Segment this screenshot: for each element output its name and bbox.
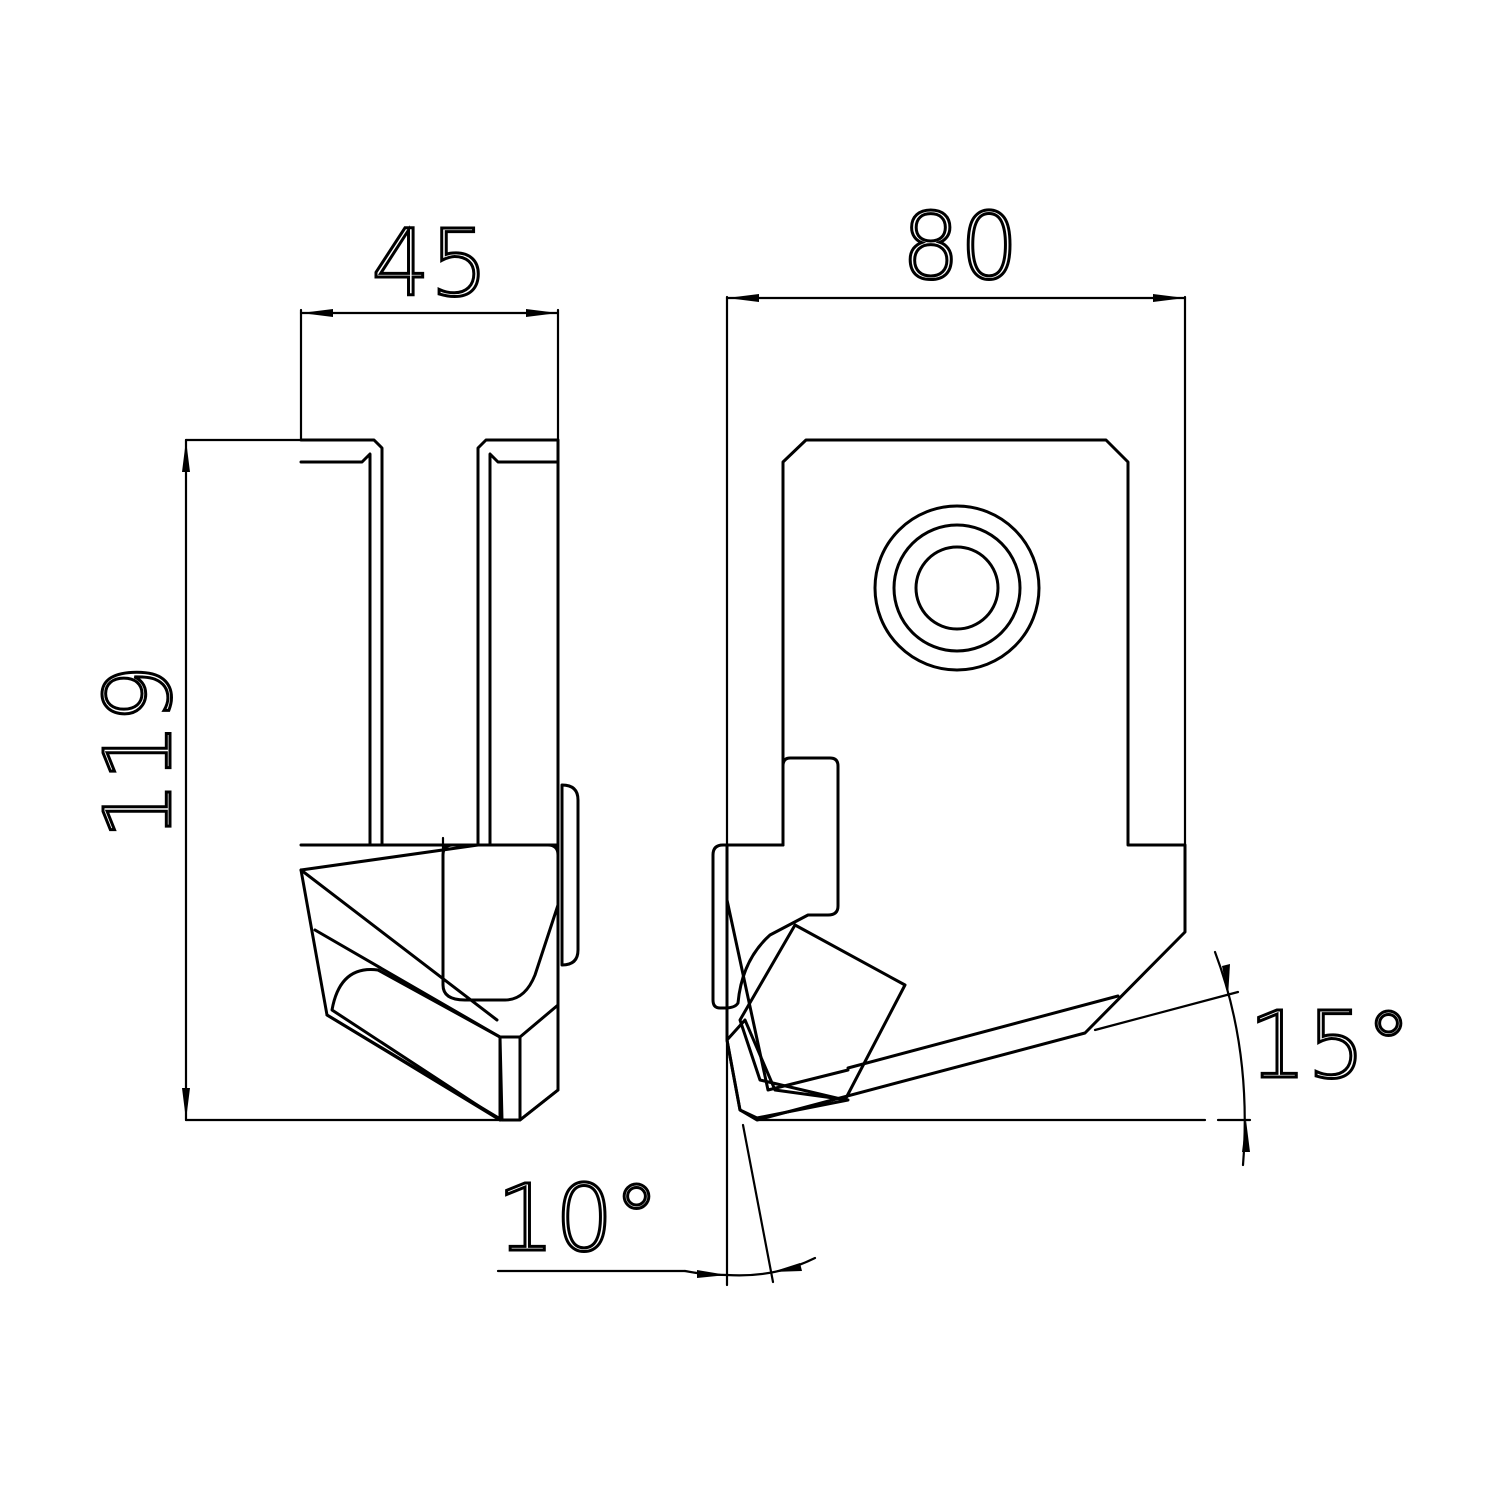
- angle-10-arc: [725, 1256, 817, 1277]
- angle-10-arrow-right: [772, 1263, 802, 1272]
- right-view: 80 15° 10°: [495, 192, 1413, 1287]
- angle-10-label: 10°: [496, 1165, 659, 1272]
- right-tip-lines: [725, 898, 850, 1092]
- right-prong-inner: [488, 452, 560, 847]
- dim-119-label: 119: [85, 664, 192, 840]
- angle-10-ref-line: [741, 1123, 775, 1284]
- dim-80-arrow-left: [727, 294, 759, 302]
- right-carbide-tip: [725, 1018, 850, 1120]
- dim-119-arrow-bottom: [182, 1088, 190, 1120]
- dim-119-arrow-top: [182, 440, 190, 472]
- hole-outer-circle: [873, 504, 1041, 672]
- dim-80-arrow-right: [1153, 294, 1185, 302]
- left-carbide-insert: [330, 968, 502, 1122]
- angle-15-arc: [1213, 950, 1246, 1167]
- hole-inner-circle: [914, 545, 1000, 631]
- right-filler-block: [711, 756, 840, 1010]
- left-carbide-tip: [498, 1003, 560, 1122]
- angle-15-arrow-bottom: [1242, 1120, 1250, 1152]
- angle-15-arrow-top: [1222, 964, 1230, 997]
- dim-45-label: 45: [371, 210, 488, 317]
- right-body-outline: [725, 438, 1187, 1122]
- rake-face-line: [846, 994, 1120, 1070]
- hole-middle-circle: [892, 523, 1022, 653]
- left-view: 45 119: [84, 209, 580, 1122]
- left-filler-strip: [560, 783, 580, 967]
- dim-80-label: 80: [901, 193, 1018, 300]
- angle-15-ref-line: [1093, 990, 1240, 1032]
- dim-45-arrow-right: [526, 309, 558, 317]
- dim-45-arrow-left: [301, 309, 333, 317]
- left-filler-block: [441, 843, 560, 1002]
- angle-15-label: 15°: [1248, 992, 1411, 1099]
- left-body-outline: [299, 438, 560, 1122]
- left-prong-inner: [299, 452, 372, 847]
- angle-10-arrow-left: [697, 1270, 727, 1278]
- left-bevel-line: [299, 868, 499, 1022]
